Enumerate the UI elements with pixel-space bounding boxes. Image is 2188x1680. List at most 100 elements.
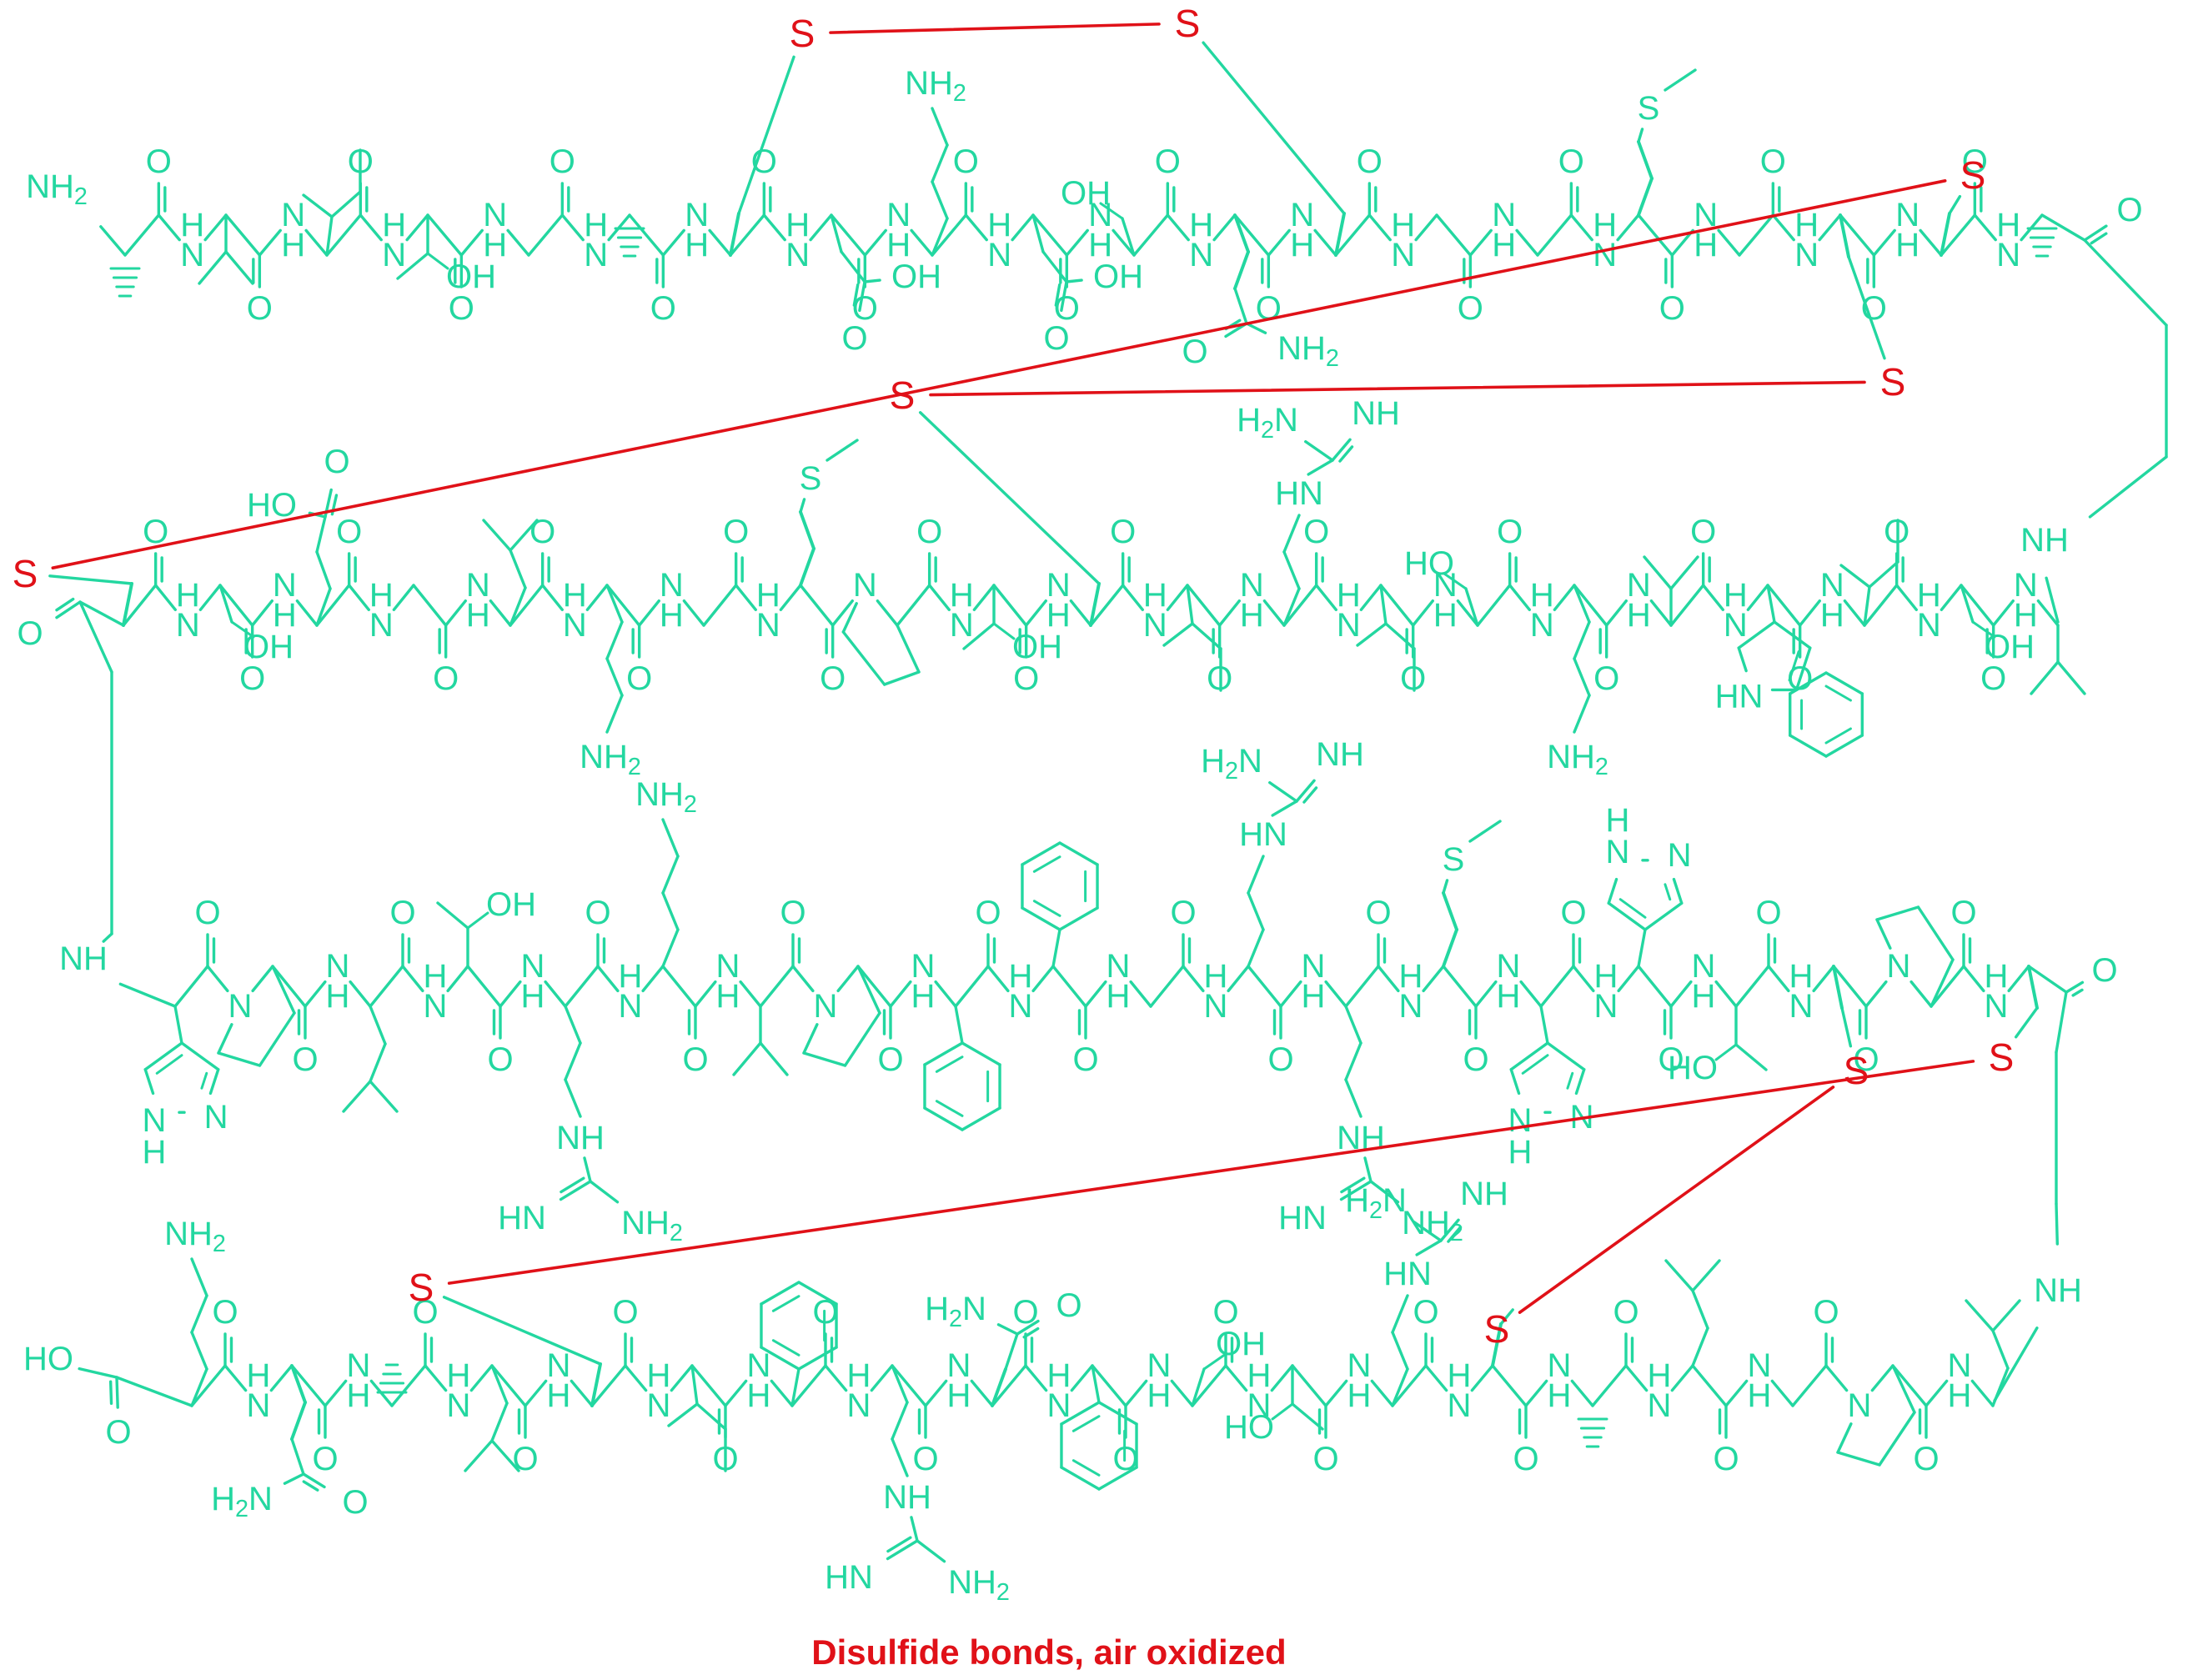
bond-line: [891, 1364, 927, 1407]
terminal-atom-label: O: [105, 1414, 131, 1451]
atom-label: H: [647, 1357, 671, 1394]
atom-label: O: [1365, 895, 1391, 931]
bond-line: [1515, 228, 1539, 257]
bond-line: [295, 599, 319, 627]
backbone-nitrogen-label: N: [1347, 1347, 1372, 1384]
bond-line: [589, 1180, 620, 1204]
bond-line: [991, 1367, 1007, 1407]
backbone-nitrogen-label: N: [1794, 237, 1819, 273]
bond-line: [886, 1539, 919, 1561]
bond-line: [1031, 213, 1069, 257]
atom-label: H: [1948, 1377, 1972, 1414]
bond-line: [1832, 965, 1844, 1010]
bond-line: [836, 965, 860, 993]
disulfide-bond-line: [1518, 1086, 1835, 1314]
bond-line: [390, 1364, 427, 1407]
bond-line: [896, 584, 931, 627]
backbone-nitrogen-label: N: [716, 948, 740, 985]
atom-label: HN: [1278, 1200, 1327, 1236]
bond-line: [1065, 228, 1089, 257]
terminal-bond: [55, 600, 82, 619]
bond-line: [923, 1041, 964, 1066]
bond-line: [1637, 965, 1673, 1008]
atom-label: H: [1302, 978, 1326, 1015]
chain-linker: [78, 600, 125, 627]
ring-atom-label: N: [204, 1099, 228, 1136]
atom-label: H: [347, 1377, 371, 1414]
bond-line: [544, 980, 567, 1008]
backbone-nitrogen-label: N: [1399, 988, 1423, 1025]
bond-line: [1669, 584, 1705, 627]
bond-line: [1766, 584, 1776, 624]
backbone-nitrogen-label: N: [176, 607, 200, 644]
atom-label: NH2: [1277, 330, 1339, 372]
atom-label: O: [751, 143, 777, 180]
bond-line: [1491, 1322, 1503, 1367]
bond-line: [564, 1041, 582, 1081]
bond-line: [1569, 213, 1593, 242]
backbone-nitrogen-label: N: [1240, 567, 1264, 604]
atom-label: H: [1593, 207, 1617, 243]
bond-line: [1391, 1331, 1409, 1371]
bond-line: [490, 1402, 509, 1442]
bond-line: [304, 228, 329, 257]
backbone-nitrogen-label: N: [1448, 1387, 1472, 1424]
bond-line: [605, 657, 624, 697]
backbone-nitrogen-label: N: [1497, 948, 1521, 985]
bond-line: [927, 584, 951, 612]
bond-line: [224, 213, 262, 257]
bond-line: [972, 584, 996, 612]
atom-label: O: [953, 143, 979, 180]
atom-label: H: [1724, 577, 1748, 614]
bond-line: [271, 965, 296, 1015]
terminal-bond: [108, 1380, 113, 1405]
bond-line: [324, 1379, 348, 1407]
atom-label: O: [1755, 895, 1781, 931]
bond-line: [1832, 965, 1868, 1008]
backbone-nitrogen-label: N: [1337, 607, 1361, 644]
ring-atom-label: N: [1606, 834, 1630, 870]
bond-line: [1788, 650, 1800, 682]
bond-line: [961, 1041, 1001, 1066]
bond-line: [729, 213, 766, 257]
atom-label: OH: [891, 258, 941, 295]
bond-line: [1839, 213, 1876, 257]
ring-atom-label: N: [1668, 837, 1692, 874]
backbone-nitrogen-label: N: [1985, 988, 2009, 1025]
bond-line: [1637, 128, 1644, 143]
backbone-nitrogen-label: N: [247, 1387, 271, 1424]
bond-line: [1377, 965, 1400, 993]
atom-label: O: [682, 1041, 708, 1078]
bond-line: [180, 1041, 220, 1071]
backbone-nitrogen-label: N: [785, 237, 810, 273]
bond-line: [1224, 1364, 1248, 1392]
bond-line: [1468, 820, 1502, 843]
disulfide-bond-line: [51, 179, 1947, 569]
bond-line: [1617, 965, 1640, 993]
bond-line: [157, 213, 181, 242]
bond-line: [661, 228, 685, 257]
bond-line: [891, 1401, 909, 1441]
backbone-nitrogen-label: N: [1748, 1347, 1772, 1384]
terminal-bond: [115, 1376, 119, 1409]
bond-line: [2027, 965, 2039, 1010]
bond-line: [1664, 883, 1672, 901]
bond-line: [1607, 901, 1647, 931]
bond-line: [1962, 965, 1985, 993]
atom-label: H: [1399, 958, 1423, 995]
bond-line: [1282, 514, 1301, 554]
cysteine-sulfur-bond: [918, 411, 1101, 585]
backbone-nitrogen-label: N: [950, 607, 974, 644]
chain-linker: [2027, 965, 2068, 994]
bond-line: [1573, 694, 1591, 734]
atom-label: H: [1047, 1357, 1071, 1394]
backbone-nitrogen-label: N: [1848, 1387, 1872, 1424]
bond-line: [1344, 965, 1380, 1008]
backbone-nitrogen-label: N: [619, 988, 643, 1025]
bond-line: [1447, 1226, 1463, 1243]
bond-line: [489, 599, 512, 627]
bond-line: [506, 228, 530, 257]
bond-line: [1546, 1041, 1586, 1071]
atom-label: H: [1594, 958, 1618, 995]
